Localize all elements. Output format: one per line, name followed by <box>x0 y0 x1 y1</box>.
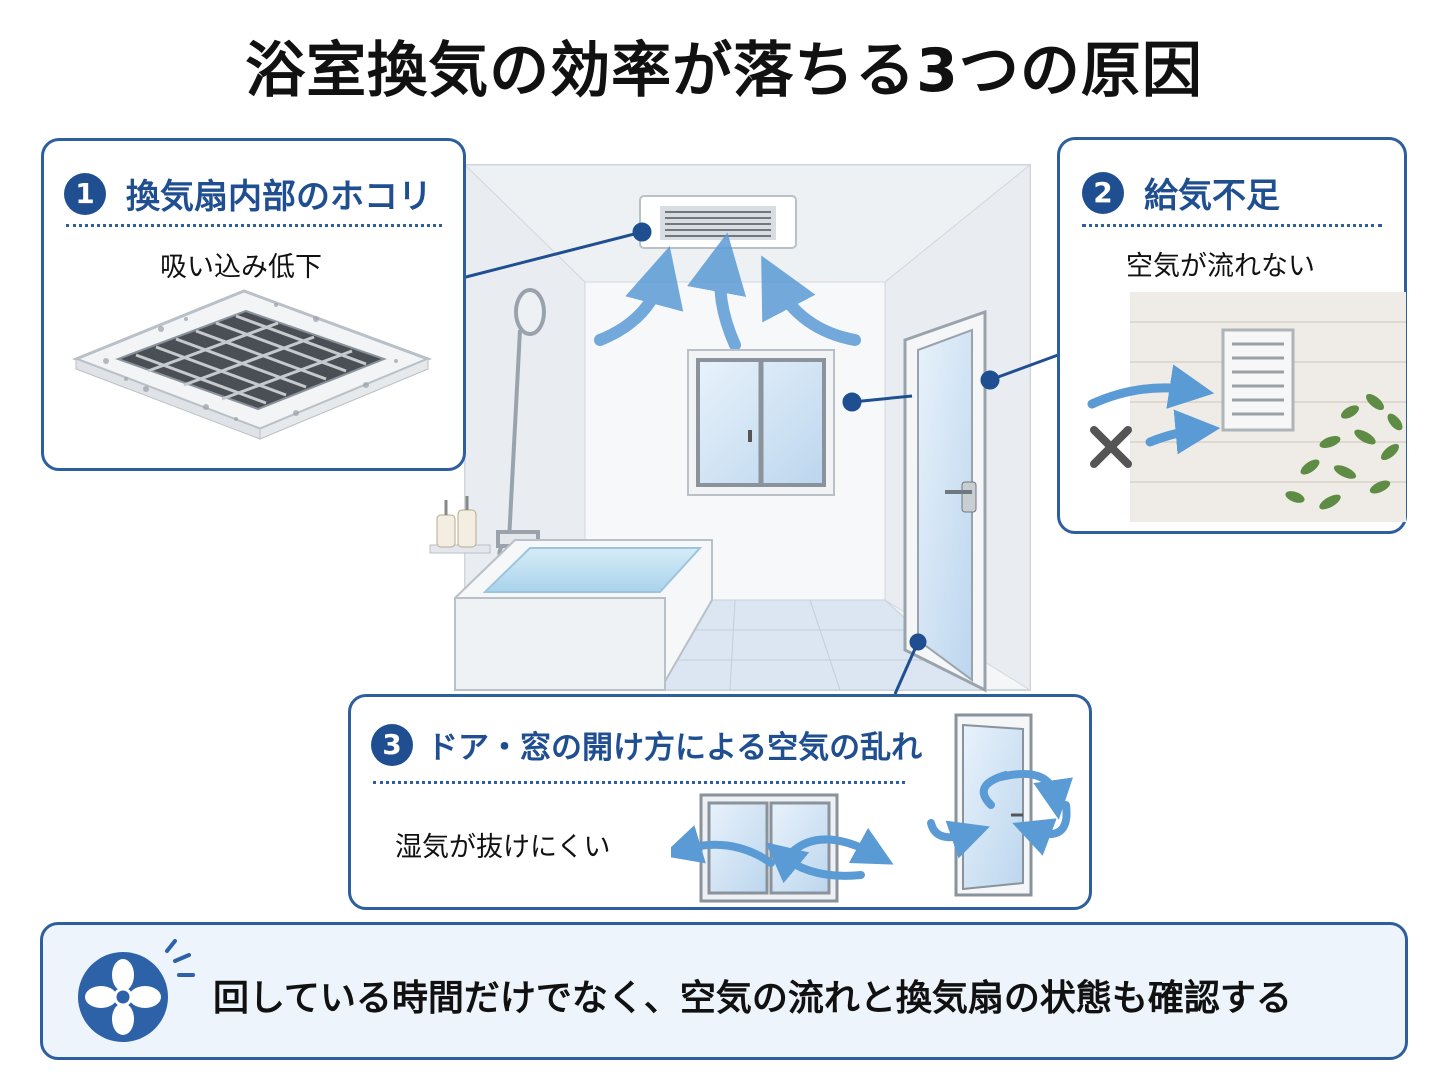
bathroom-door <box>903 309 987 693</box>
cross-icon <box>1090 426 1132 468</box>
divider <box>1082 224 1382 227</box>
cause-heading-2: 給気不足 <box>1144 176 1280 216</box>
dusty-vent-cover <box>71 289 433 440</box>
cause-card-1: 1 換気扇内部のホコリ 吸い込み低下 <box>41 138 466 471</box>
divider <box>66 224 442 227</box>
airflow-arrows <box>594 232 861 351</box>
cause-effect-2: 空気が流れない <box>1126 251 1315 282</box>
ceiling-fan <box>639 195 797 249</box>
cause-number-1: 1 <box>64 172 106 215</box>
window-door-airflow <box>671 713 1073 903</box>
bathtub <box>454 539 713 691</box>
summary-text: 回している時間だけでなく、空気の流れと換気扇の状態も確認する <box>213 978 1292 1019</box>
page-title: 浴室換気の効率が落ちる3つの原因 <box>245 36 1203 106</box>
cause-card-3: 3 ドア・窓の開け方による空気の乱れ 湿気が抜けにくい <box>348 694 1092 910</box>
cause-heading-1: 換気扇内部のホコリ <box>126 177 432 217</box>
back-window <box>687 349 835 496</box>
shampoo-shelf <box>429 496 491 554</box>
divider <box>373 781 905 784</box>
blocked-airflow-arrows <box>1087 364 1221 455</box>
cause-effect-3: 湿気が抜けにくい <box>395 832 611 863</box>
cause-card-2: 2 給気不足 空気が流れない <box>1057 137 1407 534</box>
cause-heading-3: ドア・窓の開け方による空気の乱れ <box>427 730 923 766</box>
cause-number-2: 2 <box>1082 171 1124 214</box>
fan-icon <box>78 939 195 1042</box>
cause-effect-1: 吸い込み低下 <box>160 252 322 283</box>
plant <box>1285 393 1403 510</box>
exterior-wall-vent <box>1087 292 1406 522</box>
connector-lines <box>461 222 1059 695</box>
summary-banner: 回している時間だけでなく、空気の流れと換気扇の状態も確認する <box>40 922 1408 1060</box>
cause-number-3: 3 <box>371 723 413 766</box>
